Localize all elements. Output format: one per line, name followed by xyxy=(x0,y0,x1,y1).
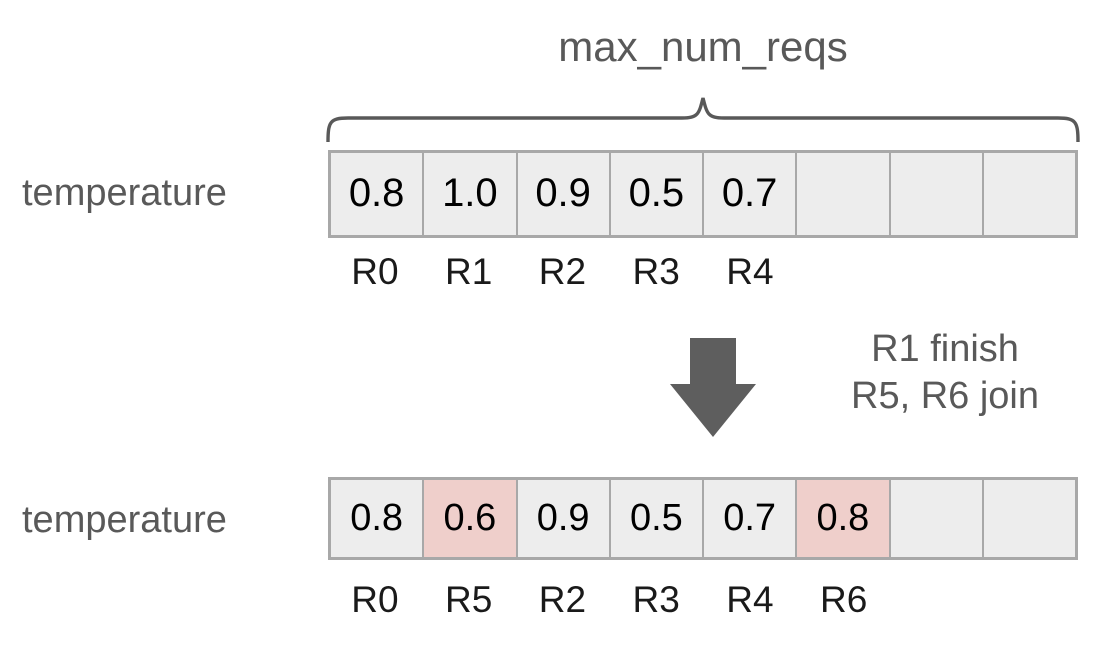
array-cell-empty[interactable] xyxy=(797,153,891,235)
array-cell[interactable]: 1.0 xyxy=(424,153,518,235)
array-cell-empty[interactable] xyxy=(983,153,1075,235)
cell-value: 0.8 xyxy=(348,171,405,215)
cell-value: 0.9 xyxy=(535,171,591,215)
request-id-labels-before: R0 R1 R2 R3 R4 xyxy=(328,250,1078,294)
request-id-labels-after: R0 R5 R2 R3 R4 R6 xyxy=(328,578,1078,622)
brace-title: max_num_reqs xyxy=(558,23,848,70)
request-id-label xyxy=(984,578,1078,622)
cell-value: 0.7 xyxy=(723,496,777,539)
array-cell-highlighted[interactable]: 0.8 xyxy=(797,480,891,557)
transition-annotation: R1 finish R5, R6 join xyxy=(800,326,1090,420)
array-cell[interactable]: 0.5 xyxy=(610,480,704,557)
request-id-label xyxy=(891,250,985,294)
down-arrow-icon xyxy=(668,336,758,441)
request-id-label: R6 xyxy=(819,579,868,620)
request-id-label: R4 xyxy=(726,579,774,620)
request-id-label: R2 xyxy=(538,579,587,620)
array-cell[interactable]: 0.7 xyxy=(704,153,798,235)
cell-value: 0.8 xyxy=(816,496,870,539)
array-cell-empty[interactable] xyxy=(890,153,984,235)
array-cell-empty[interactable] xyxy=(983,480,1075,557)
cell-value: 0.5 xyxy=(629,496,683,539)
request-id-label: R5 xyxy=(444,579,493,620)
array-cell[interactable]: 0.8 xyxy=(331,153,425,235)
temperature-array-before: 0.8 1.0 0.9 0.5 0.7 xyxy=(328,150,1078,238)
cell-value: 0.9 xyxy=(536,496,590,539)
request-id-label xyxy=(891,578,985,622)
curly-brace-icon xyxy=(326,96,1080,142)
request-id-label: R0 xyxy=(351,251,399,292)
request-id-label: R1 xyxy=(444,251,493,292)
request-id-label: R3 xyxy=(632,251,680,292)
array-cell[interactable]: 0.5 xyxy=(610,153,704,235)
cell-value: 0.5 xyxy=(628,171,685,215)
annotation-line-2: R5, R6 join xyxy=(851,375,1039,417)
request-id-label xyxy=(797,250,891,294)
annotation-line-1: R1 finish xyxy=(871,328,1019,370)
row-label-temperature-after: temperature xyxy=(22,499,227,541)
cell-value: 0.8 xyxy=(350,496,404,539)
array-cell-empty[interactable] xyxy=(890,480,984,557)
array-cell[interactable]: 0.9 xyxy=(517,480,611,557)
request-id-label: R0 xyxy=(351,579,399,620)
cell-value: 1.0 xyxy=(442,171,498,215)
request-id-label: R3 xyxy=(632,579,680,620)
array-cell-highlighted[interactable]: 0.6 xyxy=(424,480,518,557)
temperature-array-after: 0.8 0.6 0.9 0.5 0.7 0.8 xyxy=(328,477,1078,560)
array-cell[interactable]: 0.7 xyxy=(704,480,798,557)
request-id-label: R4 xyxy=(726,251,774,292)
array-cell[interactable]: 0.8 xyxy=(331,480,425,557)
request-id-label: R2 xyxy=(538,251,587,292)
row-label-temperature-before: temperature xyxy=(22,172,227,214)
array-cell[interactable]: 0.9 xyxy=(517,153,611,235)
request-id-label xyxy=(984,250,1078,294)
cell-value: 0.7 xyxy=(721,171,778,215)
cell-value: 0.6 xyxy=(443,496,497,539)
